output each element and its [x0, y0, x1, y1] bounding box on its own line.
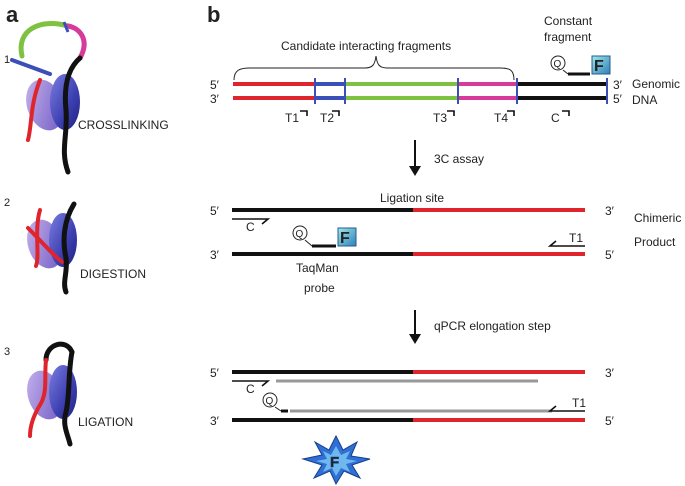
top-5prime-upper: 5′	[210, 78, 220, 92]
primer-t3-top: T3	[433, 111, 447, 125]
ligation-label: LIGATION	[78, 415, 133, 429]
probe-q-top: Q	[554, 59, 562, 70]
ligation-illustration	[27, 341, 77, 447]
constant-label-1: Constant	[544, 14, 593, 28]
taqman-label-1: TaqMan	[296, 261, 339, 275]
digestion-label: DIGESTION	[80, 267, 146, 281]
chimeric-label-2: Product	[634, 235, 676, 249]
constant-label-2: fragment	[544, 30, 592, 44]
crosslinking-label: CROSSLINKING	[78, 118, 169, 132]
primer-t1-mid: T1	[569, 231, 583, 245]
bot-5prime-lower: 5′	[605, 414, 615, 428]
top-5prime-lower: 5′	[613, 92, 623, 106]
candidate-bracket	[233, 55, 515, 81]
top-3prime-upper: 3′	[613, 78, 623, 92]
arrow-qpcr	[409, 310, 421, 344]
ligation-site-label: Ligation site	[380, 191, 444, 205]
mid-5prime: 5′	[210, 204, 220, 218]
probe-f-burst: F	[330, 454, 339, 471]
fluorescence-burst-icon: F	[301, 434, 371, 486]
genomic-label-1: Genomic	[632, 77, 680, 91]
probe-bot: Q	[262, 392, 288, 413]
mid-3prime-lower: 3′	[210, 248, 220, 262]
mid-3prime-upper: 3′	[605, 204, 615, 218]
primer-c-bot: C	[246, 382, 255, 396]
probe-f-top: F	[594, 58, 604, 75]
taqman-label-2: probe	[304, 281, 335, 295]
panel-b-label: b	[207, 2, 220, 27]
panel-a-label: a	[6, 2, 19, 27]
step-1-number: 1	[4, 54, 10, 66]
probe-mid: Q F	[292, 225, 357, 248]
bot-3prime-lower: 3′	[210, 414, 220, 428]
genomic-label-2: DNA	[632, 93, 657, 107]
probe-q-mid: Q	[296, 229, 304, 240]
top-3prime-lower: 3′	[210, 92, 220, 106]
step-3c-assay: 3C assay	[434, 152, 484, 166]
step-2-number: 2	[4, 197, 10, 209]
arrow-3c-assay	[409, 140, 421, 176]
primer-t2-top: T2	[320, 111, 334, 125]
primer-t1-arrow-mid	[547, 240, 585, 247]
crosslinking-illustration	[10, 21, 87, 175]
primer-c-mid: C	[246, 220, 255, 234]
probe-f-mid: F	[340, 230, 350, 247]
probe-q-bot: Q	[266, 396, 274, 407]
primer-t1-bot: T1	[572, 396, 586, 410]
primer-c-arrow-bot	[232, 380, 271, 387]
primer-arrows-top	[300, 110, 570, 116]
bot-5prime: 5′	[210, 366, 220, 380]
step-3-number: 3	[4, 346, 10, 358]
bot-3prime-upper: 3′	[605, 366, 615, 380]
probe-top: Q F	[550, 55, 611, 76]
genomic-dna	[233, 78, 608, 104]
primer-c-arrow-mid	[232, 218, 271, 225]
chimeric-label-1: Chimeric	[634, 211, 681, 225]
primer-t1-top: T1	[285, 111, 299, 125]
primer-t4-top: T4	[494, 111, 508, 125]
primer-c-top: C	[551, 111, 560, 125]
digestion-illustration	[26, 201, 77, 295]
candidate-fragments-label: Candidate interacting fragments	[281, 39, 451, 53]
mid-5prime-lower: 5′	[605, 248, 615, 262]
step-qpcr: qPCR elongation step	[434, 319, 551, 333]
primer-t1-arrow-bot	[547, 405, 585, 412]
